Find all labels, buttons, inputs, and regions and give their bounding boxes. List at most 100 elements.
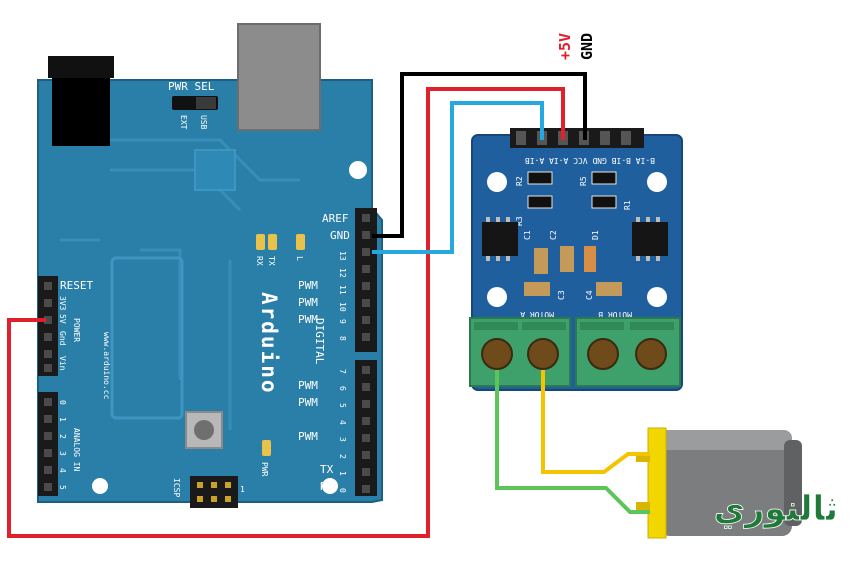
driver-hole (487, 287, 507, 307)
pwm-10-label: PWM (298, 296, 318, 309)
analog-in-label: ANALOG IN (72, 428, 81, 472)
analog-5-label: 5 (58, 485, 67, 490)
pwm-3-label: PWM (298, 430, 318, 443)
dc-power-jack-front (48, 56, 114, 78)
arduino-brand: Arduino (257, 292, 281, 395)
driver-hole (647, 172, 667, 192)
resistor-r5 (591, 171, 617, 185)
driver-header-label: B-IA B-IB GND VCC A-IA A-IB (525, 156, 655, 165)
digital-header-bottom (355, 360, 377, 496)
capacitor-c1 (534, 248, 548, 274)
terminal-screw (481, 338, 513, 370)
motor-body (660, 430, 792, 536)
terminal-screw (635, 338, 667, 370)
aref-label: AREF (322, 212, 349, 225)
usb-chip (194, 149, 236, 191)
c1-label: C1 (523, 230, 532, 240)
terminal-screw (587, 338, 619, 370)
driver-hole (487, 172, 507, 192)
led-tx (256, 234, 265, 250)
r5-label: R5 (579, 176, 588, 186)
wire-red-5v (7, 87, 565, 538)
pwm-11-label: PWM (298, 279, 318, 292)
3v3-label: 3V3 (58, 296, 67, 311)
pin-11-label: 11 (338, 285, 347, 295)
digital-pin-holes (362, 214, 370, 493)
resistor-r4 (527, 195, 553, 209)
motor-body-shade (660, 430, 792, 450)
pwm-9-label: PWM (298, 313, 318, 326)
5v-label: 5V (58, 314, 67, 324)
plus5v-label: +5V (556, 33, 574, 60)
c2-label: C2 (549, 230, 558, 240)
power-header (38, 276, 58, 376)
pin-3-label: 3 (338, 437, 347, 442)
power-pin-holes (44, 282, 52, 372)
gnd-supply-label: GND (578, 33, 596, 60)
vin-label: Vin (58, 356, 67, 371)
motor-terminal (636, 502, 650, 510)
reset-button-cap (194, 420, 214, 440)
mount-hole (349, 161, 367, 179)
pin-0-label: 0 (338, 488, 347, 493)
d1-label: D1 (591, 230, 600, 240)
pin-8-label: 8 (338, 336, 347, 341)
analog-2-label: 2 (58, 434, 67, 439)
pin-13-label: 13 (338, 251, 347, 261)
pin-9-label: 9 (338, 319, 347, 324)
resistor-r2 (527, 171, 553, 185)
digital-header (355, 208, 377, 496)
pin-2-label: 2 (338, 454, 347, 459)
icsp-pins (197, 482, 231, 502)
digital-label: DIGITAL (313, 318, 326, 365)
screw-terminal-a (469, 317, 571, 387)
status-leds (256, 234, 305, 456)
arduino-pcb (37, 79, 383, 503)
wire-yellow-motor (541, 370, 650, 474)
analog-1-label: 1 (58, 417, 67, 422)
pin-5-label: 5 (338, 403, 347, 408)
atmega-chip-outline (110, 256, 184, 420)
pwm-6-label: PWM (298, 379, 318, 392)
motor-end-cap (647, 427, 667, 539)
motor-driver-module: B-IA B-IB GND VCC A-IA A-IB R2 R5 R3 R1 … (469, 128, 683, 391)
driver-ic-a (482, 222, 518, 256)
icsp-label: ICSP (172, 478, 181, 497)
motor-a-label: MOTOR A (520, 310, 554, 319)
driver-ic-b (632, 222, 668, 256)
c3-label: C3 (557, 290, 566, 300)
led-l-label: L (295, 256, 304, 261)
analog-4-label: 4 (58, 468, 67, 473)
c4-label: C4 (585, 290, 594, 300)
wires (7, 72, 650, 538)
led-rx-label: RX (255, 256, 264, 266)
terminal-screw (527, 338, 559, 370)
analog-pin-holes (44, 398, 52, 491)
pin-7-label: 7 (338, 369, 347, 374)
capacitor-c4 (596, 282, 622, 296)
analog-0-label: 0 (58, 400, 67, 405)
pin-6-label: 6 (338, 386, 347, 391)
icsp-pin1-label: 1 (240, 485, 245, 494)
driver-hole (647, 287, 667, 307)
watermark-logo: ثالنوري (714, 489, 838, 529)
motor-b-label: MOTOR B (598, 310, 632, 319)
arduino-url: www.arduino.cc (102, 332, 111, 400)
r1-label: R1 (623, 200, 632, 210)
ic-legs (486, 217, 660, 261)
led-rx (268, 234, 277, 250)
led-pwr-label: PWR (260, 462, 269, 477)
power-label: POWER (72, 318, 81, 342)
screw-terminal-b (575, 317, 681, 387)
icsp-header (190, 476, 238, 508)
pwm-labels: PWM PWM PWM PWM PWM PWM (298, 279, 318, 443)
reset-label: RESET (60, 279, 93, 292)
smd-components (524, 171, 622, 296)
pin-12-label: 12 (338, 268, 347, 278)
mount-hole (92, 478, 108, 494)
wire-green-motor (495, 370, 650, 514)
tx-pin-label: TX (320, 463, 334, 476)
wire-black-gnd (372, 72, 587, 238)
analog-header (38, 392, 58, 496)
